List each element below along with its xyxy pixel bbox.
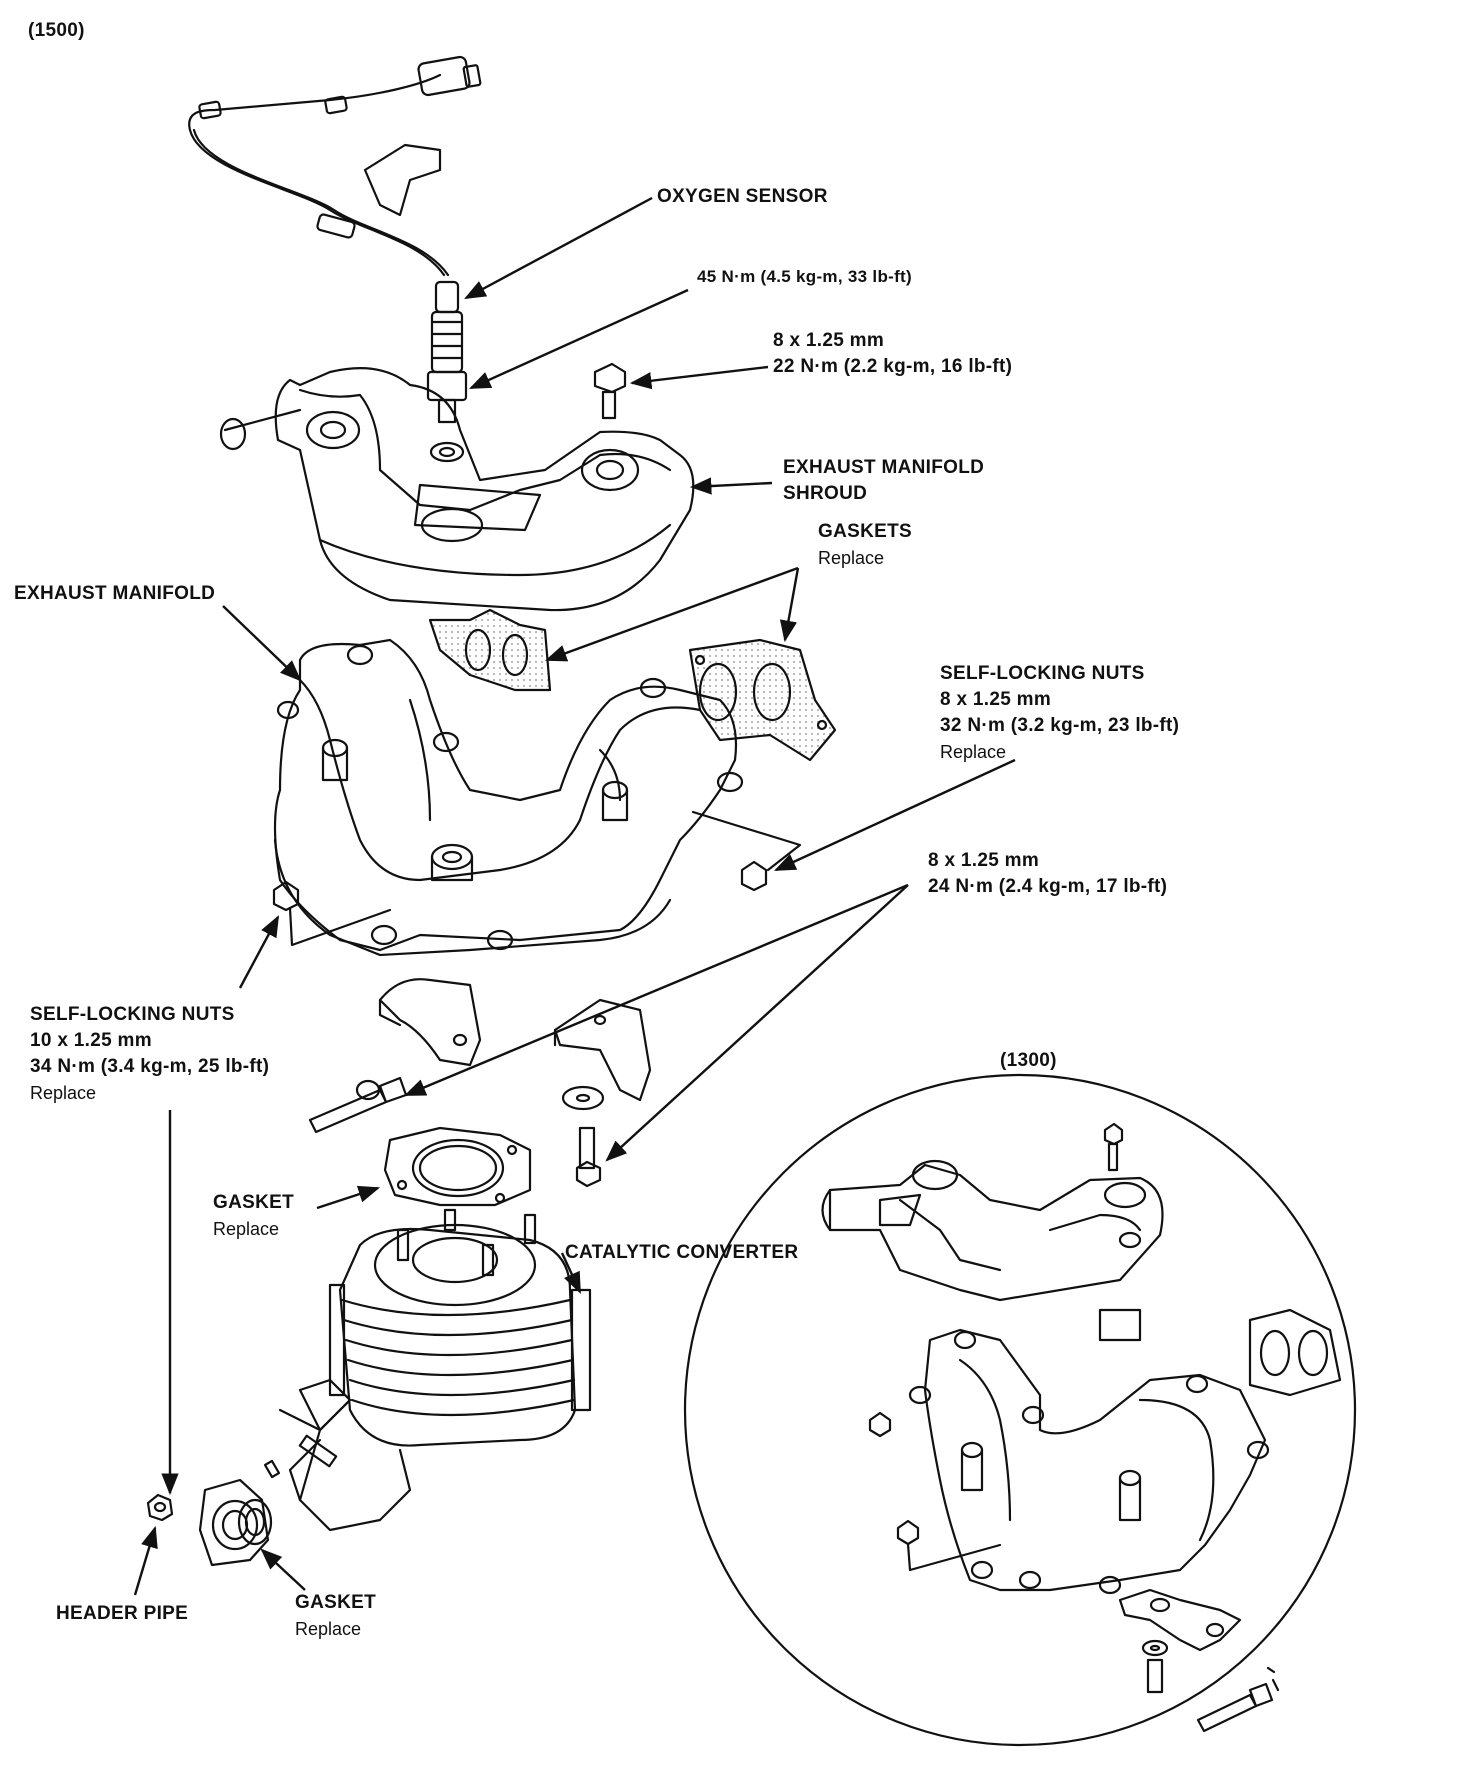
header-pipe-part bbox=[146, 1459, 281, 1567]
self-locking-nut-10 bbox=[272, 880, 300, 912]
shroud-bolt-spec: 8 x 1.25 mm 22 N·m (2.2 kg-m, 16 lb-ft) bbox=[773, 328, 1012, 380]
self-locking-nuts-8-note: Replace bbox=[940, 742, 1007, 762]
shroud-label-line-2: SHROUD bbox=[783, 483, 868, 504]
leader-arrows bbox=[133, 196, 1016, 1596]
inset-1300-manifold bbox=[821, 1122, 1342, 1733]
shroud-bolt-torque: 22 N·m (2.2 kg-m, 16 lb-ft) bbox=[773, 356, 1013, 377]
catalytic-converter-label: CATALYTIC CONVERTER bbox=[565, 1242, 799, 1263]
oxygen-sensor-label: OXYGEN SENSOR bbox=[657, 186, 828, 207]
shroud-bolt bbox=[593, 362, 627, 420]
self-locking-nuts-8-name: SELF-LOCKING NUTS bbox=[940, 663, 1145, 684]
catalytic-converter-part bbox=[278, 1208, 592, 1532]
bracket-bolt-torque: 24 N·m (2.4 kg-m, 17 lb-ft) bbox=[928, 876, 1168, 897]
shroud-bolt-size: 8 x 1.25 mm bbox=[773, 330, 885, 351]
inset-1300-boundary bbox=[683, 1073, 1357, 1747]
converter-gasket bbox=[383, 1126, 532, 1207]
converter-gasket-name: GASKET bbox=[213, 1192, 294, 1213]
manifold-gaskets bbox=[428, 608, 837, 762]
bracket-bolt-size: 8 x 1.25 mm bbox=[928, 850, 1040, 871]
gaskets-name: GASKETS bbox=[818, 521, 912, 542]
shroud-part bbox=[219, 367, 695, 612]
self-locking-nuts-10-torque: 34 N·m (3.4 kg-m, 25 lb-ft) bbox=[30, 1056, 270, 1077]
header-gasket-note: Replace bbox=[295, 1619, 362, 1639]
header-gasket-label: GASKET Replace bbox=[295, 1590, 376, 1642]
self-locking-nuts-8-torque: 32 N·m (3.2 kg-m, 23 lb-ft) bbox=[940, 715, 1180, 736]
self-locking-nut-8 bbox=[740, 860, 768, 892]
self-locking-nuts-8-label: SELF-LOCKING NUTS 8 x 1.25 mm 32 N·m (3.… bbox=[940, 661, 1179, 765]
converter-brackets bbox=[308, 978, 652, 1188]
oxygen-sensor-part bbox=[188, 55, 482, 463]
sensor-torque-label: 45 N·m (4.5 kg-m, 33 lb-ft) bbox=[697, 267, 912, 286]
converter-gasket-note: Replace bbox=[213, 1219, 280, 1239]
gaskets-label: GASKETS Replace bbox=[818, 519, 912, 571]
self-locking-nuts-10-note: Replace bbox=[30, 1083, 97, 1103]
exhaust-manifold-label: EXHAUST MANIFOLD bbox=[14, 583, 216, 604]
converter-gasket-label: GASKET Replace bbox=[213, 1190, 294, 1242]
header-gasket-name: GASKET bbox=[295, 1592, 376, 1613]
self-locking-nuts-10-size: 10 x 1.25 mm bbox=[30, 1030, 152, 1051]
self-locking-nuts-10-label: SELF-LOCKING NUTS 10 x 1.25 mm 34 N·m (3… bbox=[30, 1002, 269, 1106]
self-locking-nuts-8-size: 8 x 1.25 mm bbox=[940, 689, 1052, 710]
gaskets-note: Replace bbox=[818, 548, 885, 568]
self-locking-nuts-10-name: SELF-LOCKING NUTS bbox=[30, 1004, 235, 1025]
shroud-label-line-1: EXHAUST MANIFOLD bbox=[783, 457, 985, 478]
variant-1500-label: (1500) bbox=[28, 20, 85, 41]
shroud-label: EXHAUST MANIFOLD SHROUD bbox=[783, 455, 984, 507]
connector-bracket bbox=[363, 143, 442, 217]
exhaust-manifold-part bbox=[273, 638, 744, 957]
variant-1300-label: (1300) bbox=[1000, 1050, 1057, 1071]
bracket-bolt-spec: 8 x 1.25 mm 24 N·m (2.4 kg-m, 17 lb-ft) bbox=[928, 848, 1167, 900]
header-pipe-label: HEADER PIPE bbox=[56, 1603, 189, 1624]
